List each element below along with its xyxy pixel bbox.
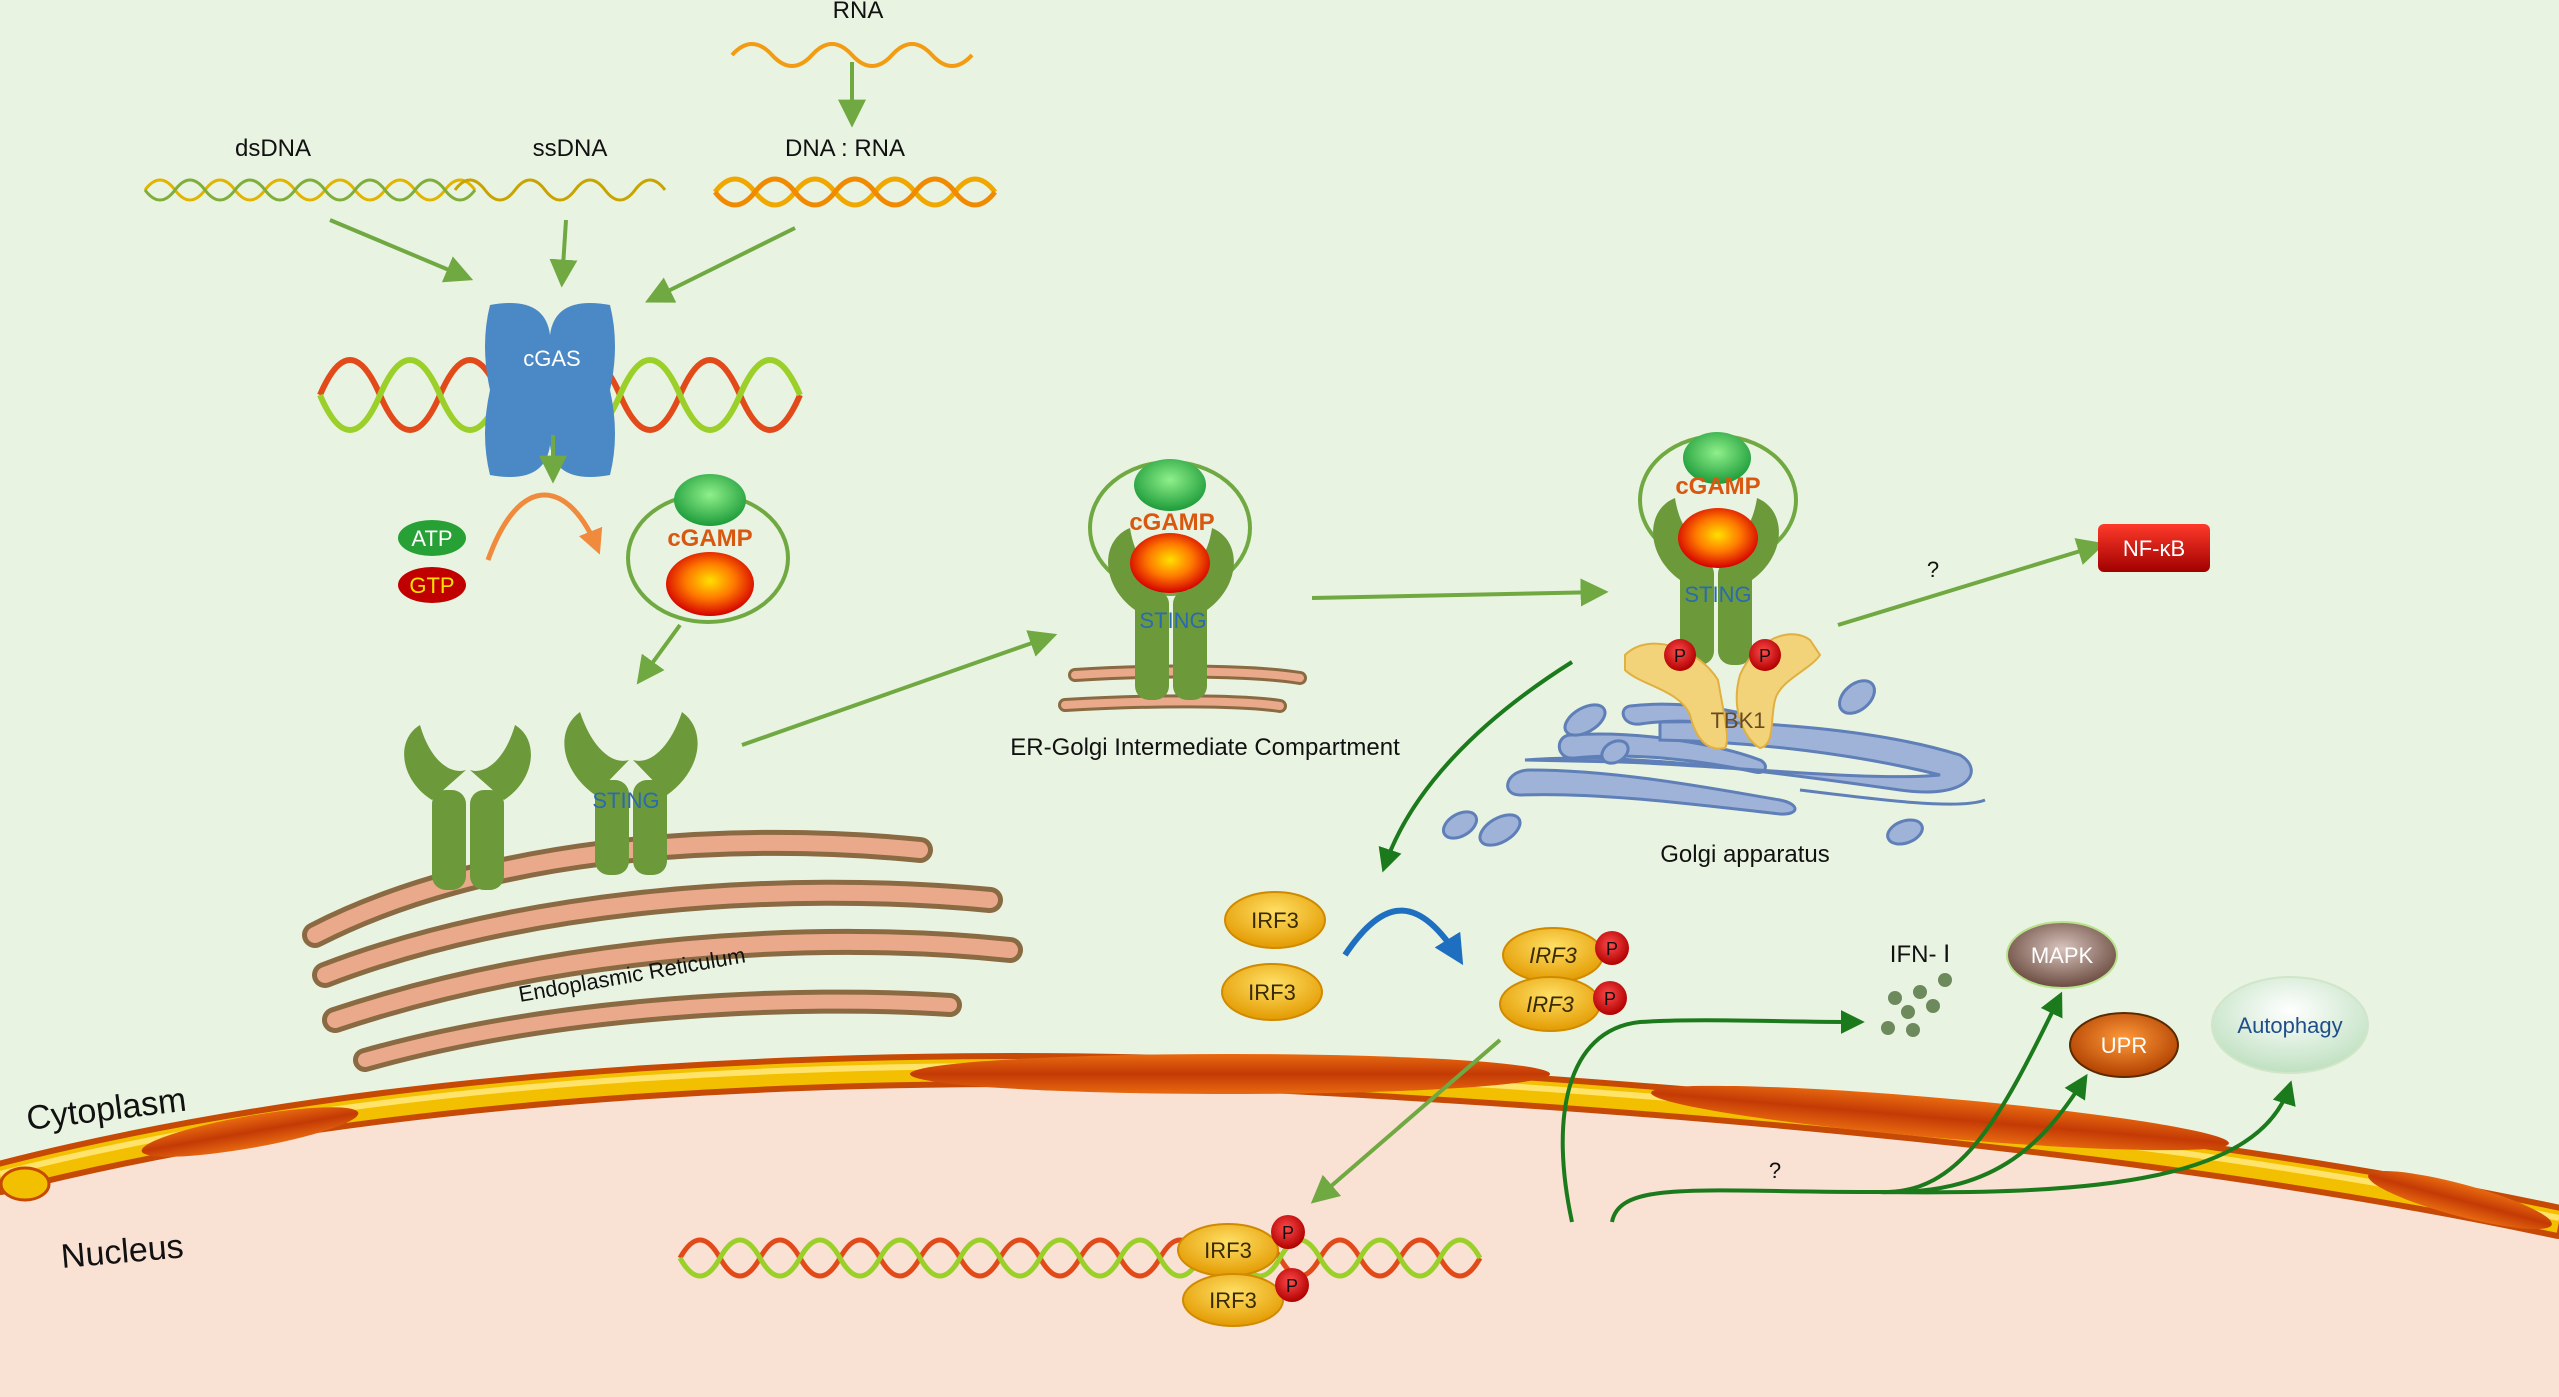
ifn-expression-arrow xyxy=(1560,1009,1865,1223)
atp-molecule xyxy=(398,520,466,556)
irf3-monomer-2 xyxy=(1221,963,1323,1021)
nuclear-membrane xyxy=(0,1053,2559,1239)
cgamp-label-free: cGAMP xyxy=(667,525,752,552)
sting-dimer-er-unbound xyxy=(404,725,531,890)
cgamp-label-golgi: cGAMP xyxy=(1675,473,1760,500)
to-mapk-arrow xyxy=(1879,991,2063,1195)
ifn-label: IFN- Ⅰ xyxy=(1890,941,1950,968)
irf3-label-1: IRF3 xyxy=(1251,908,1299,933)
rna-strand xyxy=(730,42,974,68)
tbk1-phospho-right-label: P xyxy=(1759,646,1771,666)
atp-label: ATP xyxy=(411,526,452,551)
golgi-label: Golgi apparatus xyxy=(1660,841,1829,868)
golgi-to-nfkb-arrow xyxy=(1837,538,2106,627)
synthesis-arrow xyxy=(485,492,603,561)
sting-dimer-er xyxy=(564,712,698,875)
irf3-dimer-p-2: P xyxy=(1604,989,1616,1009)
input-arrows xyxy=(329,62,866,303)
irf3-nuclear-import-arrow xyxy=(1310,1038,1502,1204)
dsdna-label: dsDNA xyxy=(235,135,311,162)
sting-label-er: STING xyxy=(592,788,659,813)
gtp-label: GTP xyxy=(409,573,454,598)
mapk-label: MAPK xyxy=(2031,943,2094,968)
irf3-label-2: IRF3 xyxy=(1248,980,1296,1005)
upr-node xyxy=(2069,1012,2179,1078)
irf3-dimer-label-1: IRF3 xyxy=(1529,943,1577,968)
tbk1-phospho-left-label: P xyxy=(1674,646,1686,666)
irf3-nuclear-label-2: IRF3 xyxy=(1209,1288,1257,1313)
upr-label: UPR xyxy=(2101,1033,2147,1058)
cgamp-free xyxy=(626,474,790,624)
dsdna-strand xyxy=(143,178,477,202)
ssdna-strand xyxy=(453,178,667,202)
endoplasmic-reticulum xyxy=(302,829,1023,1072)
cgas-protein xyxy=(485,303,615,477)
downstream-question-mark: ? xyxy=(1769,1158,1781,1183)
irf3-dimer-label-2: IRF3 xyxy=(1526,992,1574,1017)
tbk1-label: TBK1 xyxy=(1710,708,1765,733)
cgas-label: cGAS xyxy=(523,346,580,371)
irf3-nuclear-p-2: P xyxy=(1286,1276,1298,1296)
irf3-phosphorylation-arrow xyxy=(1342,907,1464,966)
nfkb-box xyxy=(2098,524,2210,572)
to-autophagy-arrow xyxy=(1879,1080,2296,1195)
autophagy-label: Autophagy xyxy=(2237,1013,2342,1038)
irf3-dimer-phospho xyxy=(1499,927,1629,1032)
cgamp-to-sting-arrow xyxy=(636,623,682,685)
ifn-molecules xyxy=(1881,973,1952,1037)
er-to-ergic-arrow xyxy=(741,630,1058,747)
irf3-nuclear-p-1: P xyxy=(1282,1223,1294,1243)
sting-label-ergic: STING xyxy=(1139,608,1206,633)
nuclear-dna-helix xyxy=(677,1237,1483,1279)
dna-rna-label: DNA : RNA xyxy=(785,135,905,162)
irf3-dimer-p-1: P xyxy=(1606,939,1618,959)
golgi-apparatus xyxy=(1441,679,1986,847)
irf3-nuclear-label-1: IRF3 xyxy=(1204,1238,1252,1263)
ergic-to-golgi-arrow xyxy=(1311,578,1609,607)
dna-rna-hybrid xyxy=(713,176,997,208)
sting-tbk1-complex xyxy=(1624,432,1822,750)
mapk-node xyxy=(2006,921,2118,989)
sting-label-golgi: STING xyxy=(1684,582,1751,607)
gtp-molecule xyxy=(398,567,466,603)
downstream-arrows-trunk xyxy=(1610,1188,1881,1223)
golgi-to-irf3-arrow xyxy=(1378,660,1574,873)
sting-cgamp-ergic xyxy=(1088,459,1252,700)
irf3-monomer-1 xyxy=(1224,891,1326,949)
nfkb-question-mark: ? xyxy=(1927,557,1939,582)
irf3-nuclear-dimer xyxy=(1177,1215,1309,1327)
autophagy-node xyxy=(2211,976,2369,1074)
cgamp-label-ergic: cGAMP xyxy=(1129,509,1214,536)
rna-label: RNA xyxy=(833,0,884,24)
ergic-label: ER-Golgi Intermediate Compartment xyxy=(1010,734,1400,761)
ssdna-label: ssDNA xyxy=(533,135,608,162)
nfkb-label: NF-κB xyxy=(2123,536,2185,561)
